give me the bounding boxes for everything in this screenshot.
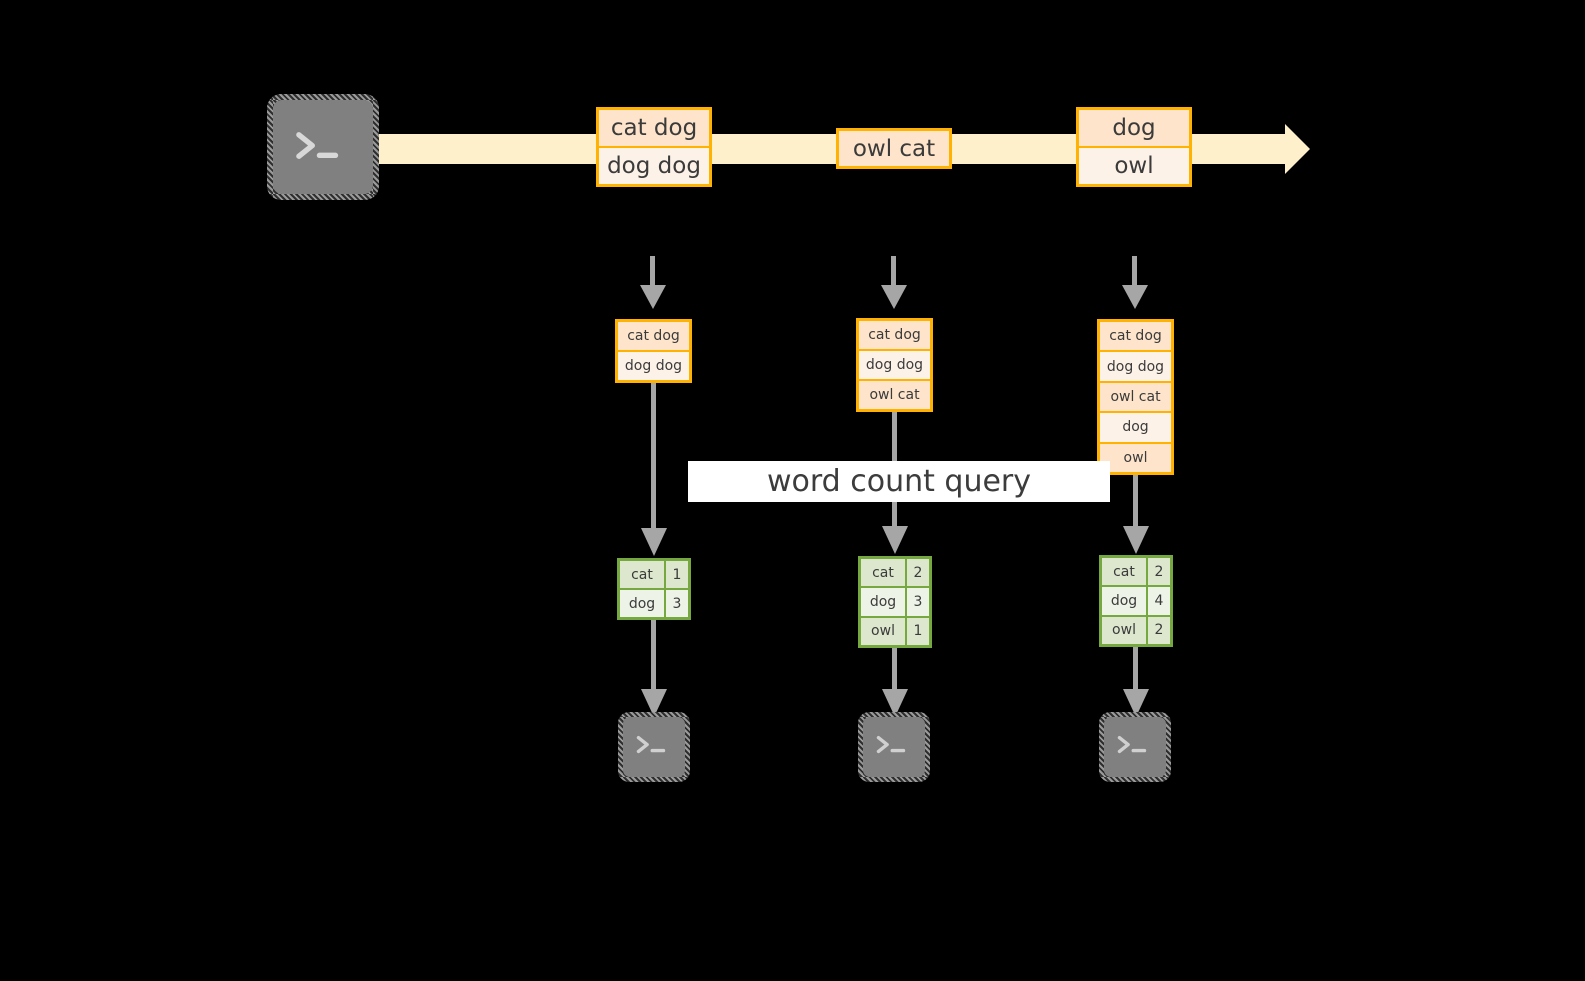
table-to-result-arrow-3 bbox=[1123, 526, 1149, 554]
table-to-result-arrow-1 bbox=[641, 528, 667, 556]
result-table-2-row: owl 1 bbox=[861, 617, 929, 645]
terminal-prompt-glyph bbox=[296, 132, 339, 159]
result-count: 2 bbox=[1154, 563, 1164, 580]
result-table-3: cat 2 dog 4 owl 2 bbox=[1099, 555, 1173, 647]
sink-terminal-1-face bbox=[623, 717, 685, 777]
result-table-1-row: dog 3 bbox=[620, 590, 688, 617]
table-to-result-line-3 bbox=[1133, 475, 1138, 529]
result-table-2: cat 2 dog 3 owl 1 bbox=[858, 556, 932, 648]
stream-batch-1: cat dog dog dog bbox=[596, 107, 712, 187]
stream-batch-3-line: owl bbox=[1079, 148, 1189, 184]
unbounded-table-2-row: owl cat bbox=[859, 381, 930, 409]
result-table-3-row: cat 2 bbox=[1102, 558, 1170, 588]
stream-arrowhead bbox=[1285, 124, 1310, 174]
unbounded-table-1-row: dog dog bbox=[618, 352, 689, 380]
sink-terminal-2 bbox=[858, 712, 930, 782]
sink-terminal-1 bbox=[618, 712, 690, 782]
source-terminal-icon bbox=[267, 94, 379, 200]
result-table-2-row: cat 2 bbox=[861, 559, 929, 589]
result-to-sink-line-1 bbox=[651, 620, 656, 692]
terminal-prompt-glyph bbox=[876, 735, 906, 754]
unbounded-table-2-row: cat dog bbox=[859, 321, 930, 351]
unbounded-table-1: cat dog dog dog bbox=[615, 319, 692, 383]
result-word: owl bbox=[1102, 616, 1148, 644]
stream-batch-2: owl cat bbox=[836, 128, 952, 169]
result-word: dog bbox=[861, 588, 907, 616]
unbounded-table-3-row: owl bbox=[1100, 443, 1171, 473]
unbounded-table-3-row: dog bbox=[1100, 413, 1171, 444]
result-word: dog bbox=[1102, 587, 1148, 615]
unbounded-table-3-row: dog dog bbox=[1100, 352, 1171, 383]
result-count: 3 bbox=[672, 595, 682, 612]
result-to-sink-arrow-3 bbox=[1123, 689, 1149, 717]
result-word: dog bbox=[620, 590, 666, 617]
terminal-prompt-glyph bbox=[1117, 735, 1147, 754]
stream-batch-3: dog owl bbox=[1076, 107, 1192, 187]
result-table-3-row: dog 4 bbox=[1102, 587, 1170, 617]
result-word: cat bbox=[620, 561, 666, 588]
stream-to-table-arrow-1 bbox=[640, 285, 666, 309]
unbounded-table-3-row: owl cat bbox=[1100, 382, 1171, 414]
stream-batch-2-line: owl cat bbox=[839, 131, 949, 166]
sink-terminal-2-face bbox=[863, 717, 925, 777]
result-count: 1 bbox=[913, 623, 923, 640]
sink-terminal-3-face bbox=[1104, 717, 1166, 777]
stream-batch-1-line: dog dog bbox=[599, 148, 709, 184]
unbounded-table-1-row: cat dog bbox=[618, 322, 689, 352]
table-to-result-arrow-2 bbox=[882, 526, 908, 554]
unbounded-table-2: cat dog dog dog owl cat bbox=[856, 318, 933, 412]
result-to-sink-arrow-2 bbox=[882, 689, 908, 717]
query-label: word count query bbox=[688, 461, 1110, 502]
result-count: 3 bbox=[913, 593, 923, 610]
result-count: 1 bbox=[672, 566, 682, 583]
result-word: cat bbox=[861, 559, 907, 587]
terminal-prompt-glyph bbox=[636, 735, 666, 754]
stream-to-table-dash-1 bbox=[650, 256, 655, 288]
result-count: 2 bbox=[913, 564, 923, 581]
source-terminal-face bbox=[273, 100, 373, 194]
unbounded-table-3: cat dog dog dog owl cat dog owl bbox=[1097, 319, 1174, 475]
result-table-1: cat 1 dog 3 bbox=[617, 558, 691, 620]
result-table-1-row: cat 1 bbox=[620, 561, 688, 590]
stream-to-table-dash-2 bbox=[891, 256, 896, 288]
result-to-sink-line-3 bbox=[1133, 647, 1138, 692]
table-to-result-line-1 bbox=[651, 383, 656, 531]
stream-to-table-dash-3 bbox=[1132, 256, 1137, 288]
result-table-2-row: dog 3 bbox=[861, 588, 929, 618]
result-to-sink-line-2 bbox=[892, 648, 897, 692]
stream-batch-3-line: dog bbox=[1079, 110, 1189, 148]
stream-to-table-arrow-2 bbox=[881, 285, 907, 309]
stream-to-table-arrow-3 bbox=[1122, 285, 1148, 309]
result-count: 4 bbox=[1154, 592, 1164, 609]
sink-terminal-3 bbox=[1099, 712, 1171, 782]
result-word: cat bbox=[1102, 558, 1148, 586]
unbounded-table-3-row: cat dog bbox=[1100, 322, 1171, 353]
result-table-3-row: owl 2 bbox=[1102, 616, 1170, 644]
result-word: owl bbox=[861, 617, 907, 645]
result-count: 2 bbox=[1154, 622, 1164, 639]
result-to-sink-arrow-1 bbox=[641, 689, 667, 717]
unbounded-table-2-row: dog dog bbox=[859, 351, 930, 381]
stream-batch-1-line: cat dog bbox=[599, 110, 709, 148]
